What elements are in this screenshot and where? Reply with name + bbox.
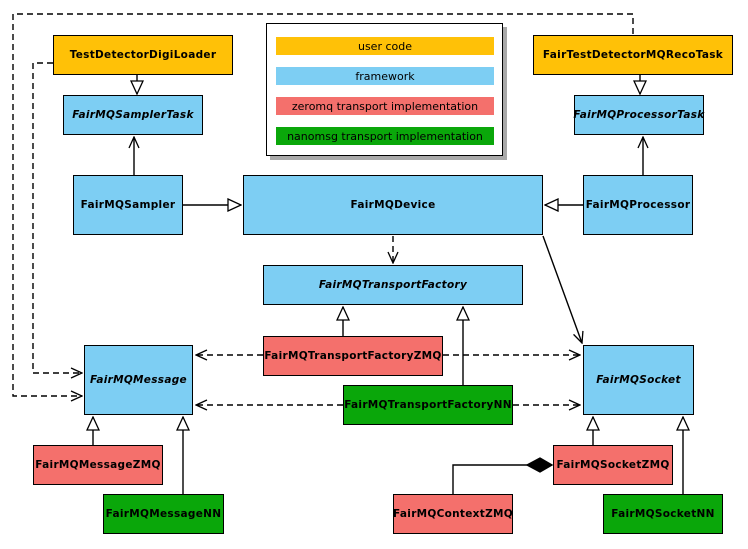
- node-fairmqcontextzmq: FairMQContextZMQ: [393, 494, 513, 534]
- node-label: FairMQTransportFactoryNN: [344, 399, 512, 411]
- node-label: FairMQSampler: [80, 199, 176, 211]
- node-label: FairMQProcessor: [585, 199, 691, 211]
- legend-item-nanomsg: nanomsg transport implementation: [276, 127, 494, 145]
- node-fairmqmessagenn: FairMQMessageNN: [103, 494, 224, 534]
- node-label: FairMQMessage: [90, 374, 187, 386]
- node-fairmqtransportfactorynn: FairMQTransportFactoryNN: [343, 385, 513, 425]
- legend-item-framework: framework: [276, 67, 494, 85]
- node-fairmqprocessortask: FairMQProcessorTask: [573, 95, 705, 135]
- node-fairmqprocessor: FairMQProcessor: [583, 175, 693, 235]
- node-fairmqtransportfactoryzmq: FairMQTransportFactoryZMQ: [263, 336, 443, 376]
- node-fairmqsamplertask: FairMQSamplerTask: [63, 95, 203, 135]
- edge-contextzmq-to-socketzmq: [452, 464, 528, 494]
- node-label: FairMQSocket: [596, 374, 681, 386]
- legend: user code framework zeromq transport imp…: [266, 23, 503, 156]
- node-label: FairMQSocketZMQ: [556, 459, 670, 471]
- legend-item-user-code: user code: [276, 37, 494, 55]
- node-label: TestDetectorDigiLoader: [69, 49, 217, 61]
- node-label: FairMQTransportFactoryZMQ: [264, 350, 442, 362]
- node-label: FairMQSamplerTask: [72, 109, 194, 121]
- legend-label: user code: [357, 39, 413, 53]
- node-label: FairMQDevice: [350, 199, 436, 211]
- node-fairmqsocket: FairMQSocket: [583, 345, 694, 415]
- node-fairmqmessagezmq: FairMQMessageZMQ: [33, 445, 163, 485]
- legend-label: framework: [355, 69, 415, 83]
- legend-label: nanomsg transport implementation: [287, 129, 483, 143]
- node-fairtestdetectormqrecotask: FairTestDetectorMQRecoTask: [533, 35, 733, 75]
- node-fairmqsampler: FairMQSampler: [73, 175, 183, 235]
- composition-diamond-icon: [525, 457, 554, 473]
- node-fairmqdevice: FairMQDevice: [243, 175, 543, 235]
- node-fairmqtransportfactory: FairMQTransportFactory: [263, 265, 523, 305]
- node-fairmqsocketnn: FairMQSocketNN: [603, 494, 723, 534]
- node-label: FairMQTransportFactory: [318, 279, 468, 291]
- node-label: FairMQMessageZMQ: [35, 459, 161, 471]
- legend-item-zeromq: zeromq transport implementation: [276, 97, 494, 115]
- edge-recotask-to-message: [12, 13, 634, 396]
- node-label: FairMQMessageNN: [105, 508, 222, 520]
- node-label: FairTestDetectorMQRecoTask: [542, 49, 724, 61]
- node-fairmqsocketzmq: FairMQSocketZMQ: [553, 445, 673, 485]
- edge-device-to-socket: [542, 235, 582, 343]
- node-label: FairMQSocketNN: [611, 508, 715, 520]
- node-label: FairMQContextZMQ: [393, 508, 513, 520]
- node-testdetectordigiloader: TestDetectorDigiLoader: [53, 35, 233, 75]
- legend-label: zeromq transport implementation: [291, 99, 479, 113]
- edge-digiloader-to-message: [32, 62, 82, 373]
- node-fairmqmessage: FairMQMessage: [84, 345, 193, 415]
- node-label: FairMQProcessorTask: [573, 109, 705, 121]
